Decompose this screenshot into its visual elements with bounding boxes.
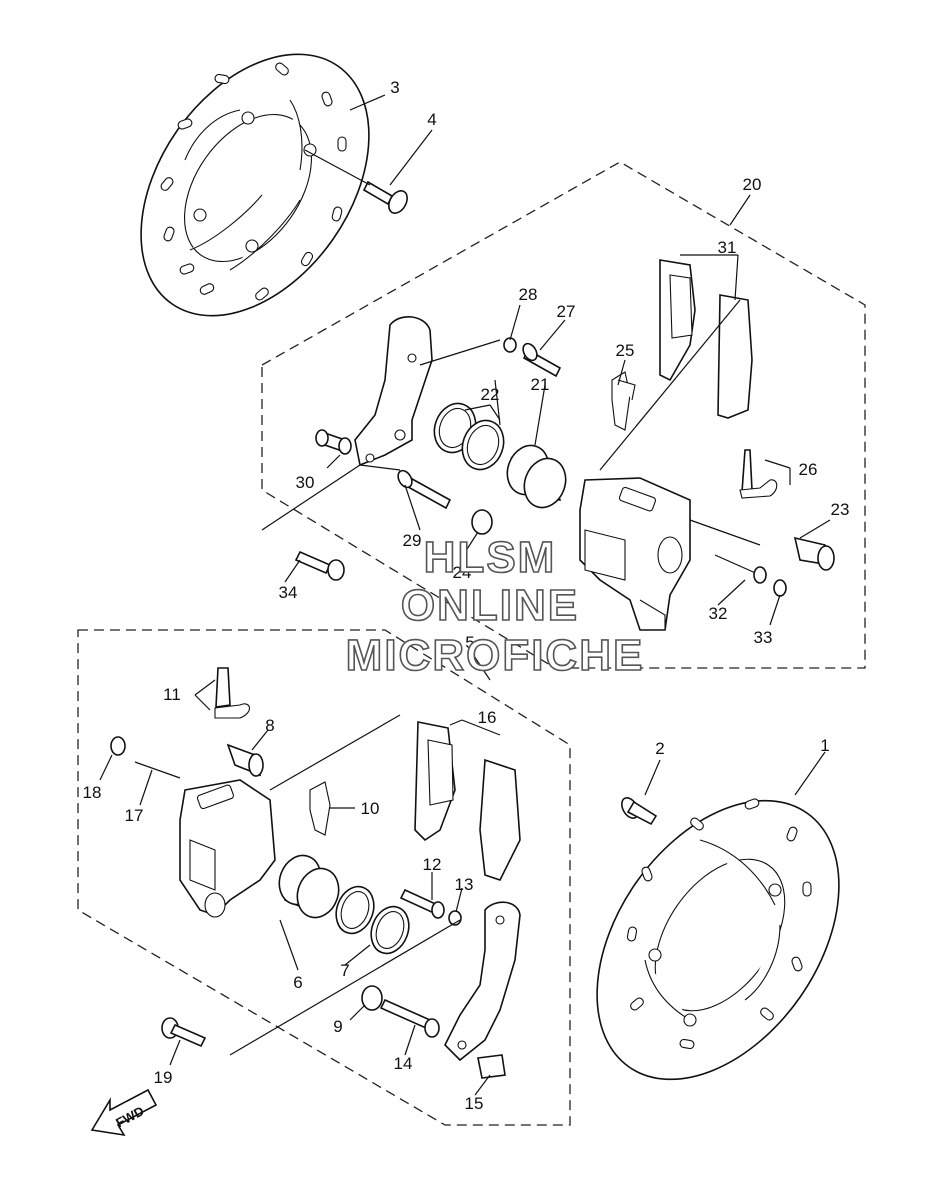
brake-pads-upper [659,259,753,419]
callout-15: 15 [465,1094,484,1113]
pin-bolt-29 [397,469,452,510]
callout-34: 34 [279,583,298,602]
callout-24: 24 [453,563,472,582]
pin-bolt-27 [522,342,562,378]
callout-numbers: 1 2 3 4 5 6 7 8 9 10 11 12 13 14 15 16 1… [83,78,850,1113]
callout-10: 10 [361,799,380,818]
callout-3: 3 [390,78,399,97]
watermark-line-2: ONLINE [401,581,579,630]
callout-26: 26 [799,460,818,479]
caliper-seals-lower [335,885,410,955]
callout-21: 21 [531,375,550,394]
pin-bolt-12 [399,888,445,919]
callout-20: 20 [743,175,762,194]
bolt-15 [477,1054,506,1079]
callout-11: 11 [163,685,181,704]
callout-28: 28 [519,285,538,304]
callout-31: 31 [718,238,737,257]
caliper-body-lower [179,779,276,918]
caliper-seals-upper [433,402,505,471]
watermark-line-3: MICROFICHE [346,631,645,680]
bolt-34 [294,550,345,581]
forward-direction-arrow: FWD [90,1088,158,1137]
callout-19: 19 [154,1068,173,1087]
callout-6: 6 [293,973,302,992]
bleed-screw-11 [214,667,250,719]
disc-bolt-upper [362,180,408,214]
callout-5: 5 [465,633,474,652]
callout-22: 22 [481,385,500,404]
disc-bolt-lower [621,797,658,826]
caliper-body-upper [579,477,691,631]
caliper-piston-upper [506,444,567,509]
callout-8: 8 [265,716,274,735]
sleeve-9 [361,985,383,1011]
callout-29: 29 [403,531,422,550]
pad-spring-upper [611,371,636,431]
callout-16: 16 [478,708,497,727]
plug-33 [773,579,787,597]
callout-23: 23 [831,500,850,519]
callout-7: 7 [340,961,349,980]
brake-disc-lower [596,798,840,1081]
callout-18: 18 [83,783,102,802]
boot-24 [471,509,493,535]
brake-pads-lower [414,721,521,881]
pad-spring-lower [309,781,331,836]
callout-2: 2 [655,739,664,758]
caliper-bracket-upper [354,316,433,467]
cap-8 [226,743,264,777]
pin-32 [714,554,767,584]
pin-17 [110,736,181,779]
watermark-line-1: HLSM [424,533,557,582]
callout-1: 1 [820,736,829,755]
watermark: HLSM ONLINE MICROFICHE [345,532,645,681]
callout-4: 4 [427,110,436,129]
callout-33: 33 [754,628,773,647]
callout-12: 12 [423,855,442,874]
caliper-bracket-lower [444,901,521,1062]
callout-14: 14 [394,1054,413,1073]
bleed-screw-26 [739,449,778,499]
lower-caliper-assembly-boundary [77,629,571,1126]
leader-lines [99,94,831,1096]
callout-25: 25 [616,341,635,360]
brake-disc-upper [140,53,370,317]
callout-27: 27 [557,302,576,321]
bolt-19 [161,1017,207,1048]
upper-caliper-assembly-boundary [261,161,866,669]
caliper-piston-lower [278,854,340,919]
sleeve-30 [315,429,352,455]
callout-17: 17 [125,806,144,825]
callout-13: 13 [455,875,474,894]
pin-bolt-14 [379,998,440,1038]
callout-32: 32 [709,604,728,623]
cap-23 [793,536,835,571]
boot-28 [503,337,517,353]
callout-30: 30 [296,473,315,492]
callout-9: 9 [333,1017,342,1036]
